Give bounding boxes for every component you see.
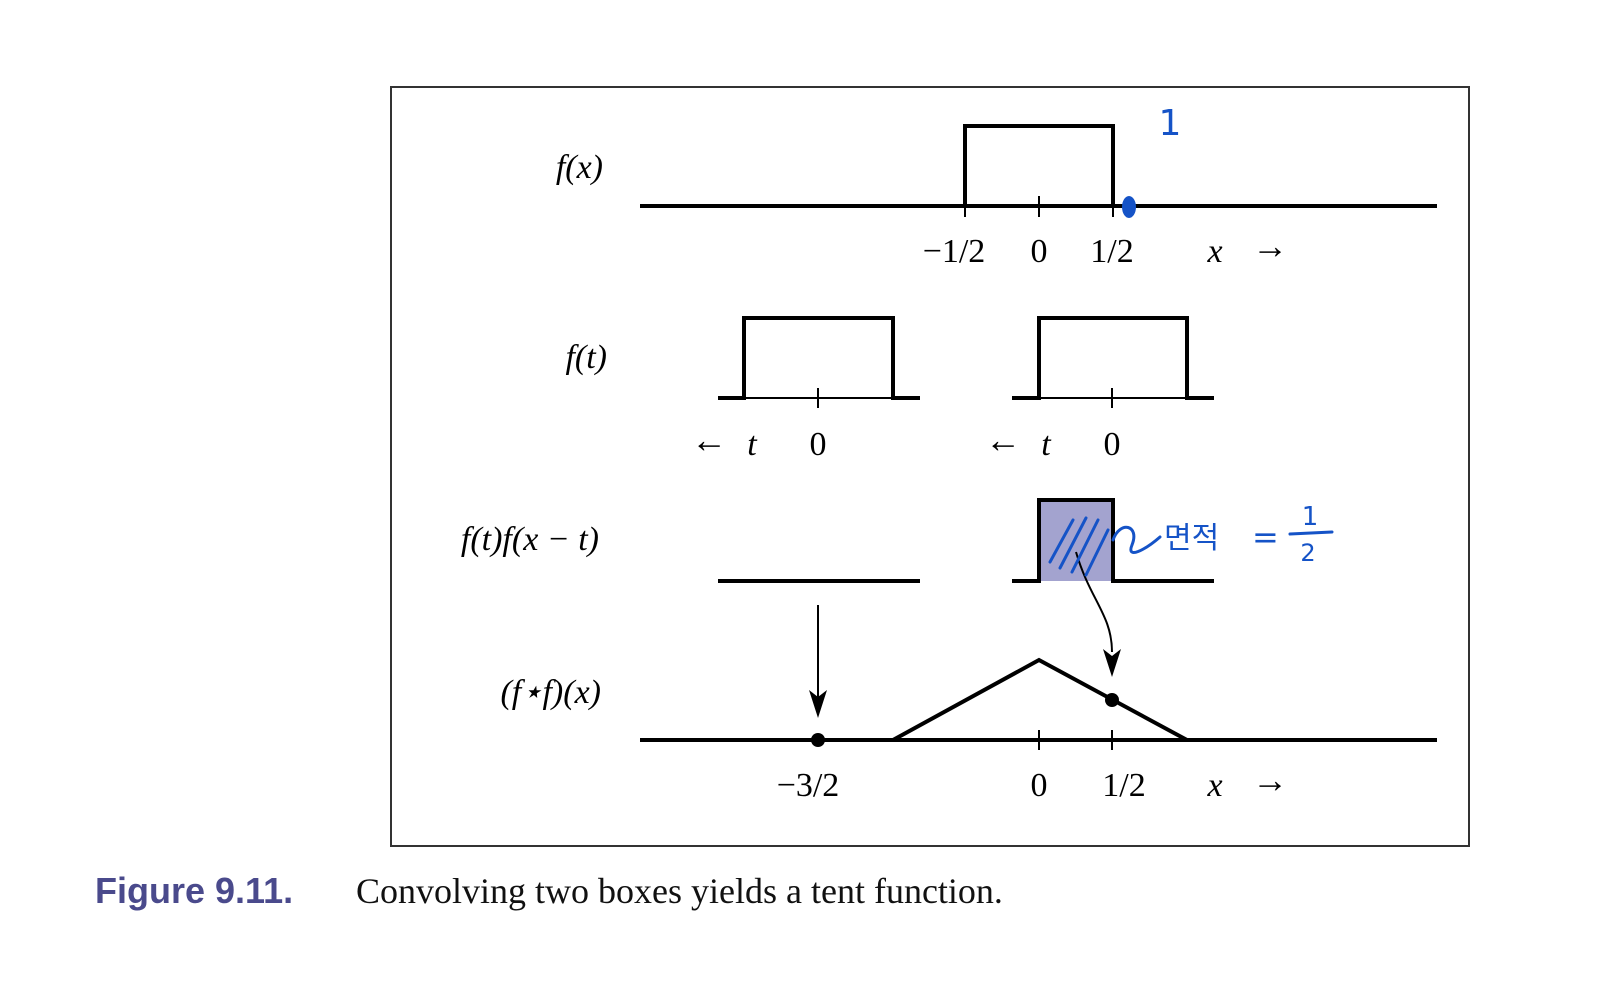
hand-fraction-denominator: 2	[1300, 539, 1315, 567]
conv-axis-arrow: →	[1252, 760, 1288, 800]
caption-label: Figure 9.11.	[95, 870, 293, 911]
ft-right-arrow: ←	[985, 420, 1021, 460]
hand-pointer-loop	[1111, 526, 1162, 554]
conv-point-neg-three-halves	[811, 733, 825, 747]
conv-tent	[892, 657, 1188, 742]
curved-arrow-shaft	[1075, 551, 1113, 653]
fx-label: f(x)	[556, 149, 603, 186]
ft-right-variable: t	[1041, 426, 1052, 463]
hand-area-equals: =	[1252, 518, 1279, 556]
hand-height-note: 1	[1159, 103, 1182, 144]
ft-right-box	[1012, 316, 1214, 400]
hand-area-word: 면적	[1164, 521, 1219, 556]
row-product: f(t)f(x − t)	[461, 498, 1214, 583]
hand-dot-marker	[1122, 196, 1136, 218]
curved-arrow-head	[1103, 649, 1121, 677]
figure-caption: Figure 9.11. Convolving two boxes yields…	[95, 870, 1003, 911]
ft-left-arrow: ←	[691, 420, 727, 460]
conv-tick-label-half: 1/2	[1102, 767, 1145, 804]
conv-tick-label-zero: 0	[1031, 767, 1048, 804]
fx-tick-label-zero: 0	[1031, 233, 1048, 270]
row-ft: f(t) ← t 0 ← t 0	[565, 316, 1214, 463]
conv-point-half	[1105, 693, 1119, 707]
ft-right-zero-label: 0	[1104, 426, 1121, 463]
ft-left-box	[718, 316, 920, 400]
fx-box	[963, 124, 1115, 206]
hand-hatch-line	[1084, 528, 1110, 577]
hand-fraction-bar	[1288, 530, 1334, 536]
conv-axis-variable: x	[1206, 767, 1222, 804]
figure-frame	[390, 86, 1470, 847]
hand-hatch-line	[1048, 518, 1075, 564]
fx-tick-label-half: 1/2	[1090, 233, 1133, 270]
caption-text: Convolving two boxes yields a tent funct…	[356, 871, 1003, 911]
handwritten-annotations: 1 면적 = 1 2	[1048, 103, 1334, 577]
conv-label: (f⋆f)(x)	[500, 674, 601, 711]
ft-left-zero-label: 0	[810, 426, 827, 463]
row-fx: f(x) −1/2 0 1/2 x →	[556, 124, 1437, 270]
conv-tick-label-neg-three-halves: −3/2	[777, 767, 840, 804]
ft-label: f(t)	[565, 339, 607, 376]
fx-axis-arrow: →	[1252, 226, 1288, 266]
row-conv: (f⋆f)(x) −3/2 0 1/2 x →	[500, 657, 1437, 804]
down-arrow-left-head	[809, 690, 827, 718]
connector-arrows	[809, 551, 1121, 718]
fx-axis-variable: x	[1206, 233, 1222, 270]
hand-hatch-line	[1058, 516, 1088, 570]
hand-hatch-line	[1070, 518, 1100, 574]
ft-left-variable: t	[747, 426, 758, 463]
hand-fraction-numerator: 1	[1302, 502, 1319, 532]
product-right-box	[1012, 498, 1214, 583]
product-shaded-area	[1039, 500, 1113, 581]
product-label: f(t)f(x − t)	[461, 521, 599, 558]
fx-tick-label-neg-half: −1/2	[923, 233, 986, 270]
